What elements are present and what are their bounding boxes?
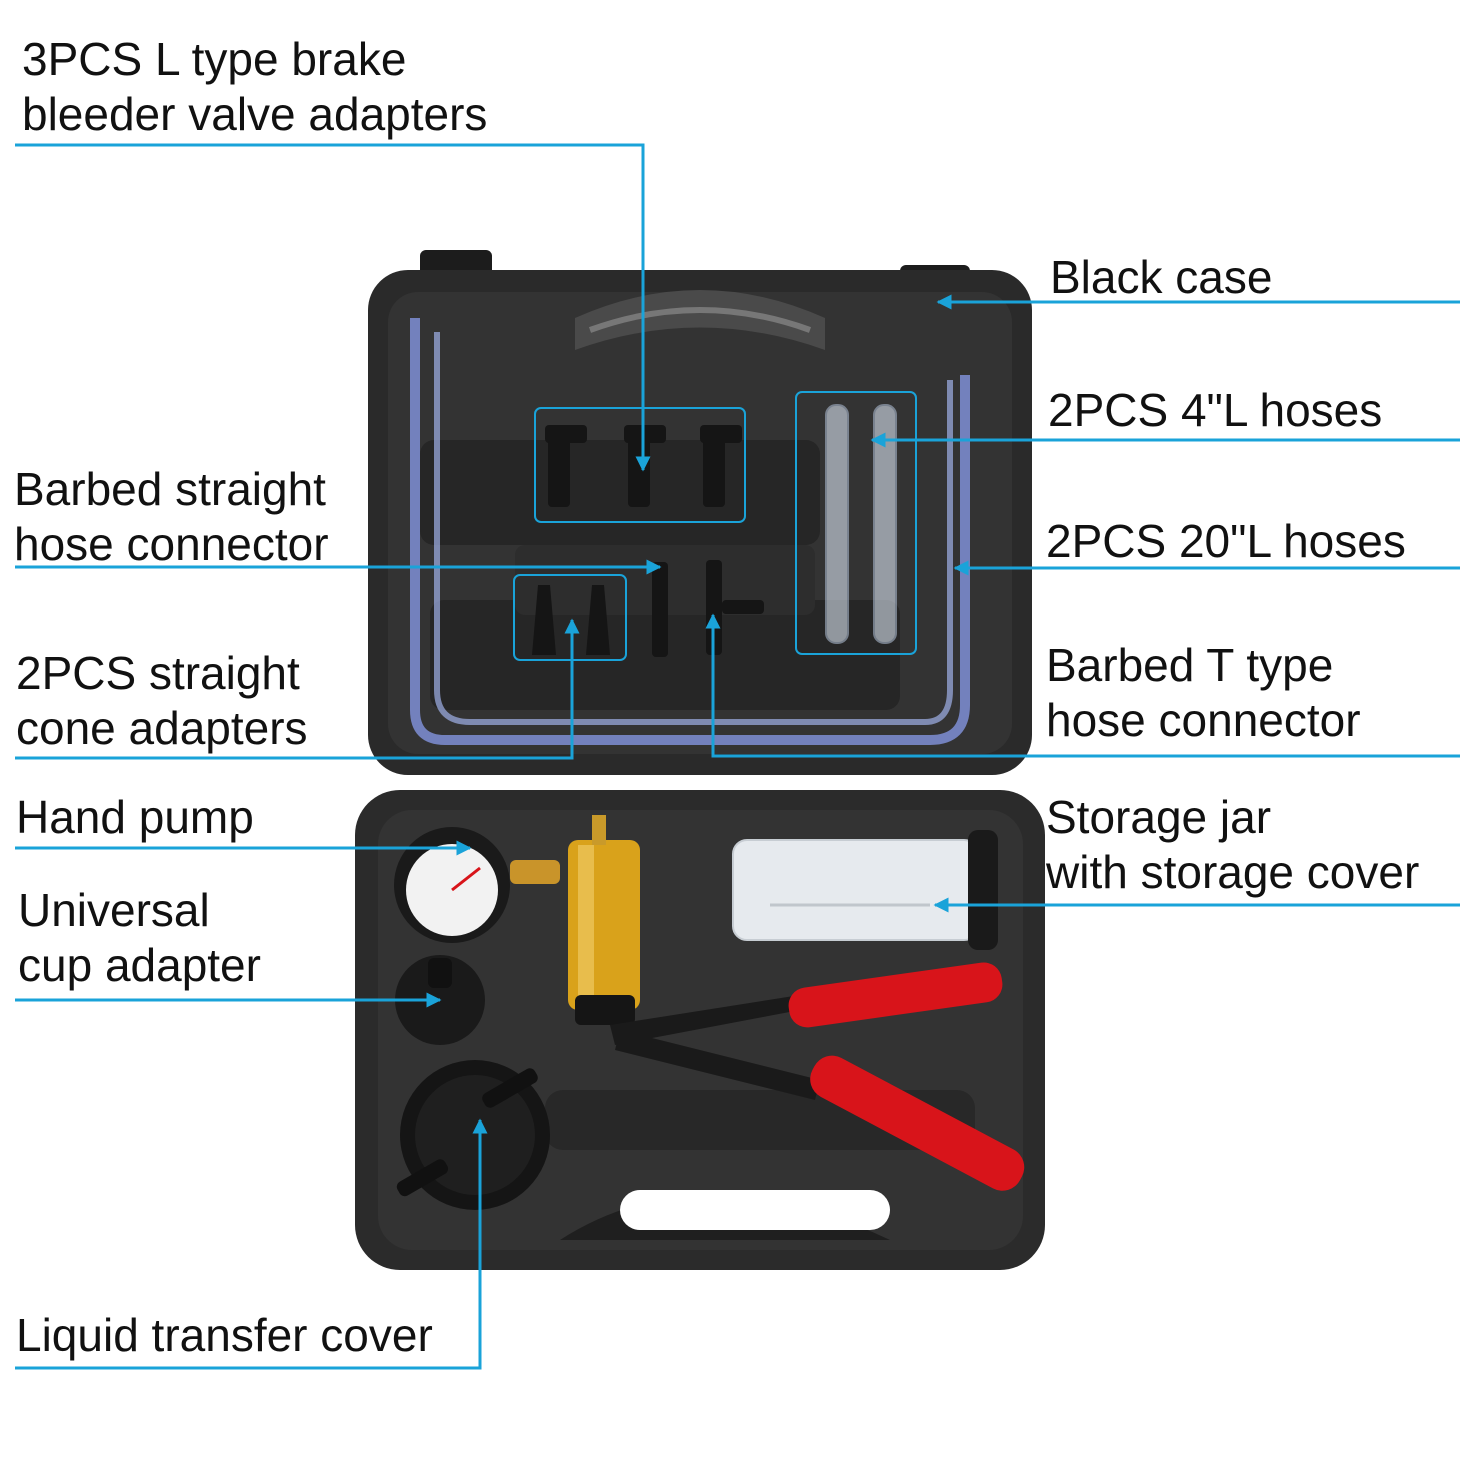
label-20in-hoses: 2PCS 20"L hoses bbox=[1046, 514, 1406, 569]
label-line: bleeder valve adapters bbox=[22, 88, 488, 140]
label-line: Universal bbox=[18, 884, 210, 936]
label-black-case: Black case bbox=[1050, 250, 1272, 305]
label-storage-jar: Storage jar with storage cover bbox=[1046, 790, 1419, 900]
label-barbed-straight: Barbed straight hose connector bbox=[14, 462, 329, 572]
label-hand-pump: Hand pump bbox=[16, 790, 254, 845]
label-line: Storage jar bbox=[1046, 791, 1272, 843]
storage-jar bbox=[732, 830, 998, 950]
label-line: 2PCS 4"L hoses bbox=[1048, 384, 1383, 436]
l-type-adapters bbox=[545, 425, 742, 507]
label-transfer-cover: Liquid transfer cover bbox=[16, 1308, 433, 1363]
label-line: 3PCS L type brake bbox=[22, 33, 407, 85]
transfer-cover bbox=[396, 1060, 550, 1210]
label-line: 2PCS straight bbox=[16, 647, 300, 699]
long-hose-20in bbox=[410, 318, 970, 745]
label-cup-adapter: Universal cup adapter bbox=[18, 883, 261, 993]
label-l-type-adapters: 3PCS L type brake bleeder valve adapters bbox=[22, 32, 487, 142]
label-line: Black case bbox=[1050, 251, 1273, 303]
label-line: Barbed T type bbox=[1046, 639, 1334, 691]
label-line: hose connector bbox=[14, 518, 329, 570]
label-line: cup adapter bbox=[18, 939, 261, 991]
barbed-connectors bbox=[652, 560, 764, 657]
label-line: Liquid transfer cover bbox=[16, 1309, 433, 1361]
label-line: with storage cover bbox=[1046, 846, 1420, 898]
label-line: Barbed straight bbox=[14, 463, 326, 515]
label-line: Hand pump bbox=[16, 791, 254, 843]
label-cone-adapters: 2PCS straight cone adapters bbox=[16, 646, 308, 756]
cone-adapters bbox=[532, 585, 610, 655]
label-4in-hoses: 2PCS 4"L hoses bbox=[1048, 383, 1382, 438]
case-lid bbox=[368, 250, 1032, 775]
hand-pump-body bbox=[568, 815, 640, 1025]
label-line: cone adapters bbox=[16, 702, 308, 754]
label-line: hose connector bbox=[1046, 694, 1361, 746]
pump-handles bbox=[610, 962, 1025, 1191]
short-hoses-4in bbox=[825, 404, 897, 644]
callout-lines bbox=[15, 143, 1460, 1370]
label-barbed-t: Barbed T type hose connector bbox=[1046, 638, 1361, 748]
label-line: 2PCS 20"L hoses bbox=[1046, 515, 1406, 567]
hand-pump-gauge bbox=[394, 827, 560, 943]
